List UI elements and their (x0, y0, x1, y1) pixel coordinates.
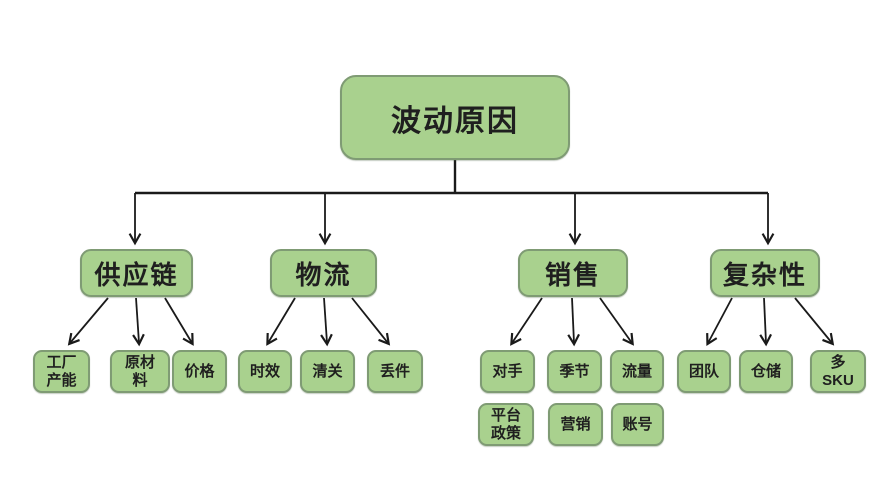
leaf-lost-packages: 丢件 (367, 350, 423, 393)
branch-sales-label: 销售 (544, 259, 601, 290)
leaf-marketing-label: 营销 (560, 415, 591, 433)
leaf-competitors: 对手 (480, 350, 535, 393)
leaf-factory-capacity-label: 工厂 产能 (46, 353, 77, 389)
leaf-lead-time-label: 时效 (249, 362, 280, 380)
leaf-account-label: 账号 (622, 415, 653, 433)
leaf-raw-materials-label: 原材 料 (124, 353, 155, 389)
branch-supply-chain-label: 供应链 (94, 259, 179, 290)
leaf-season: 季节 (547, 350, 602, 393)
branch-sales: 销售 (518, 249, 628, 297)
leaf-lead-time: 时效 (238, 350, 292, 393)
leaf-account: 账号 (611, 403, 664, 446)
leaf-team-label: 团队 (688, 362, 719, 380)
leaf-warehouse-label: 仓储 (750, 362, 781, 380)
leaf-customs: 清关 (300, 350, 355, 393)
branch-logistics-label: 物流 (295, 259, 352, 290)
leaf-factory-capacity: 工厂 产能 (33, 350, 90, 393)
node-root-label: 波动原因 (391, 104, 519, 138)
branch-complexity-label: 复杂性 (722, 259, 807, 290)
leaf-platform-policy: 平台 政策 (478, 403, 534, 446)
leaf-customs-label: 清关 (312, 362, 343, 380)
leaf-multi-sku-label: 多 SKU (822, 353, 854, 389)
leaf-lost-packages-label: 丢件 (379, 362, 410, 380)
leaf-season-label: 季节 (559, 362, 590, 380)
leaf-traffic: 流量 (610, 350, 664, 393)
leaf-marketing: 营销 (548, 403, 603, 446)
leaf-raw-materials: 原材 料 (110, 350, 170, 393)
leaf-multi-sku: 多 SKU (810, 350, 866, 393)
leaf-price: 价格 (172, 350, 227, 393)
leaf-team: 团队 (677, 350, 731, 393)
leaf-price-label: 价格 (184, 362, 215, 380)
branch-supply-chain: 供应链 (80, 249, 193, 297)
leaf-platform-policy-label: 平台 政策 (490, 406, 521, 442)
node-root: 波动原因 (340, 75, 570, 160)
leaf-warehouse: 仓储 (739, 350, 793, 393)
leaf-competitors-label: 对手 (492, 362, 523, 380)
leaf-traffic-label: 流量 (621, 362, 652, 380)
branch-complexity: 复杂性 (710, 249, 820, 297)
branch-logistics: 物流 (270, 249, 377, 297)
